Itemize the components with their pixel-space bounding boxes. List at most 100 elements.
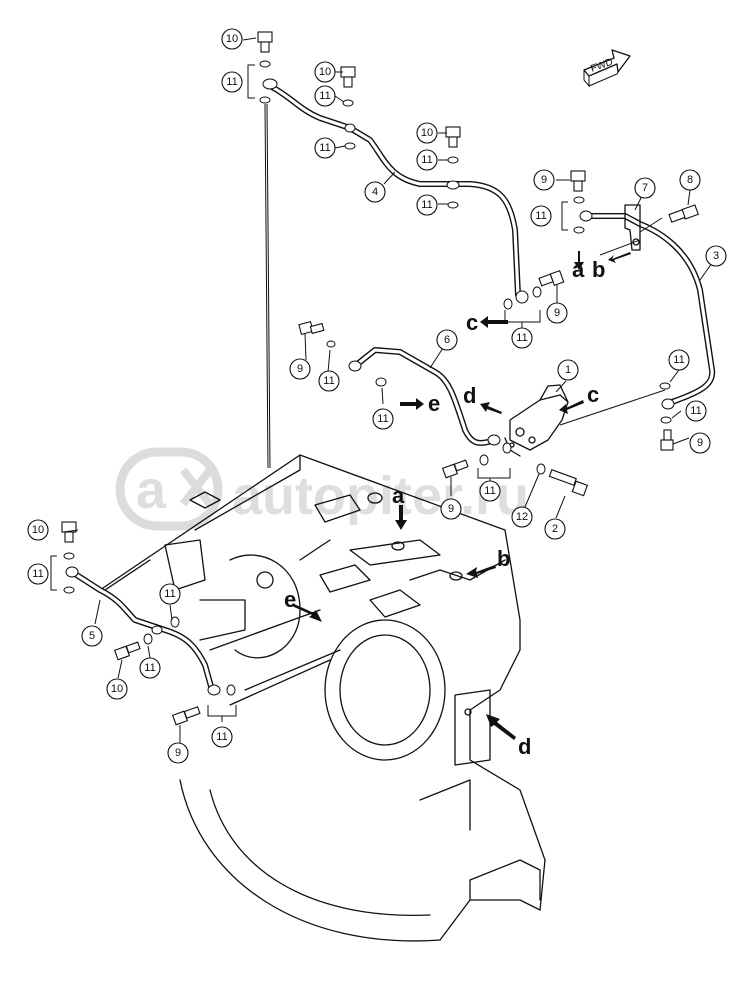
bolt-9-c: [298, 320, 325, 336]
svg-text:7: 7: [642, 182, 648, 194]
watermark-logo: a: [136, 460, 167, 520]
svg-text:1: 1: [565, 364, 571, 376]
callout-11: 11: [530, 205, 552, 227]
reference-letters: a b c d c e a b e d: [284, 257, 605, 759]
callout-2: 2: [544, 518, 566, 540]
svg-text:11: 11: [323, 375, 334, 387]
bolt-2: [548, 469, 589, 497]
svg-text:11: 11: [319, 90, 330, 102]
svg-text:11: 11: [377, 413, 388, 425]
bolt-9-e: [441, 459, 469, 479]
svg-text:10: 10: [32, 524, 44, 536]
bolt-10-e: [113, 641, 141, 661]
callout-11: 11: [685, 400, 707, 422]
callout-11: 11: [668, 349, 690, 371]
bolt-10-d: [61, 521, 77, 543]
svg-text:11: 11: [319, 142, 330, 154]
svg-text:2: 2: [552, 523, 558, 535]
svg-text:11: 11: [421, 199, 432, 211]
callout-9: 9: [546, 302, 568, 324]
callout-10: 10: [416, 122, 438, 144]
svg-text:9: 9: [541, 174, 547, 186]
svg-text:11: 11: [535, 210, 546, 222]
callout-1: 1: [557, 359, 579, 381]
ref-letter-b-1: b: [592, 257, 605, 282]
leader-lines: [63, 37, 713, 743]
washers: [63, 60, 672, 696]
svg-text:11: 11: [516, 332, 527, 344]
callout-11: 11: [318, 370, 340, 392]
watermark: a autopiter.ru: [115, 447, 529, 531]
pipe-6: [348, 347, 501, 446]
callout-10: 10: [106, 678, 128, 700]
callout-11: 11: [139, 657, 161, 679]
brackets: [50, 64, 568, 717]
ref-letter-a-2: a: [392, 483, 405, 508]
bolt-10-c: [445, 126, 461, 148]
ref-letter-a-1: a: [572, 257, 585, 282]
callout-3: 3: [705, 245, 727, 267]
svg-text:9: 9: [297, 363, 303, 375]
bolt-9-f: [171, 706, 201, 726]
callout-11: 11: [416, 194, 438, 216]
transmission-housing: [99, 454, 546, 942]
forward-direction-arrow: FWD: [583, 49, 631, 88]
callout-11: 11: [211, 726, 233, 748]
callout-4: 4: [364, 181, 386, 203]
callout-10: 10: [314, 61, 336, 83]
callouts: 10 11 10 11 11 10 11 4 11 9 7 8 11 3 9 1…: [27, 28, 727, 764]
svg-text:8: 8: [687, 174, 693, 186]
pipe-3: [579, 204, 716, 410]
svg-text:10: 10: [111, 683, 123, 695]
callout-9: 9: [440, 498, 462, 520]
svg-text:11: 11: [32, 568, 43, 580]
bolt-10-top: [257, 31, 273, 53]
callout-8: 8: [679, 169, 701, 191]
callout-11: 11: [416, 149, 438, 171]
svg-text:12: 12: [516, 511, 528, 523]
svg-text:11: 11: [484, 485, 495, 497]
svg-text:6: 6: [444, 334, 450, 346]
bolts: [61, 31, 699, 726]
svg-text:11: 11: [690, 405, 701, 417]
valve-block: [504, 384, 569, 457]
svg-text:5: 5: [89, 630, 95, 642]
ref-letter-d-1: d: [463, 383, 476, 408]
ref-letter-b-2: b: [497, 546, 510, 571]
bolt-10-b: [340, 66, 356, 88]
callout-5: 5: [81, 625, 103, 647]
svg-text:3: 3: [713, 250, 719, 262]
callout-11: 11: [314, 137, 336, 159]
svg-text:11: 11: [144, 662, 155, 674]
svg-text:10: 10: [226, 33, 238, 45]
callout-9: 9: [533, 169, 555, 191]
svg-text:11: 11: [673, 354, 684, 366]
callout-9: 9: [167, 742, 189, 764]
svg-text:11: 11: [421, 154, 432, 166]
callout-11: 11: [511, 327, 533, 349]
svg-text:4: 4: [372, 186, 378, 198]
ref-letter-e-2: e: [284, 587, 296, 612]
ref-letter-c-1: c: [466, 310, 478, 335]
reference-arrows: [292, 251, 631, 740]
callout-11: 11: [159, 583, 181, 605]
bolt-8: [668, 204, 699, 223]
callout-12: 12: [511, 506, 533, 528]
callout-10: 10: [221, 28, 243, 50]
callout-11: 11: [27, 563, 49, 585]
svg-text:9: 9: [697, 437, 703, 449]
ref-letter-d-2: d: [518, 734, 531, 759]
bolt-9-d: [660, 429, 674, 451]
callout-11: 11: [372, 408, 394, 430]
svg-text:10: 10: [319, 66, 331, 78]
pipe-5: [65, 566, 221, 696]
svg-text:9: 9: [554, 307, 560, 319]
callout-11: 11: [221, 71, 243, 93]
callout-9: 9: [689, 432, 711, 454]
callout-11: 11: [479, 480, 501, 502]
svg-text:11: 11: [216, 731, 227, 743]
svg-text:11: 11: [164, 588, 175, 600]
fwd-label: FWD: [589, 57, 614, 75]
callout-11: 11: [314, 85, 336, 107]
